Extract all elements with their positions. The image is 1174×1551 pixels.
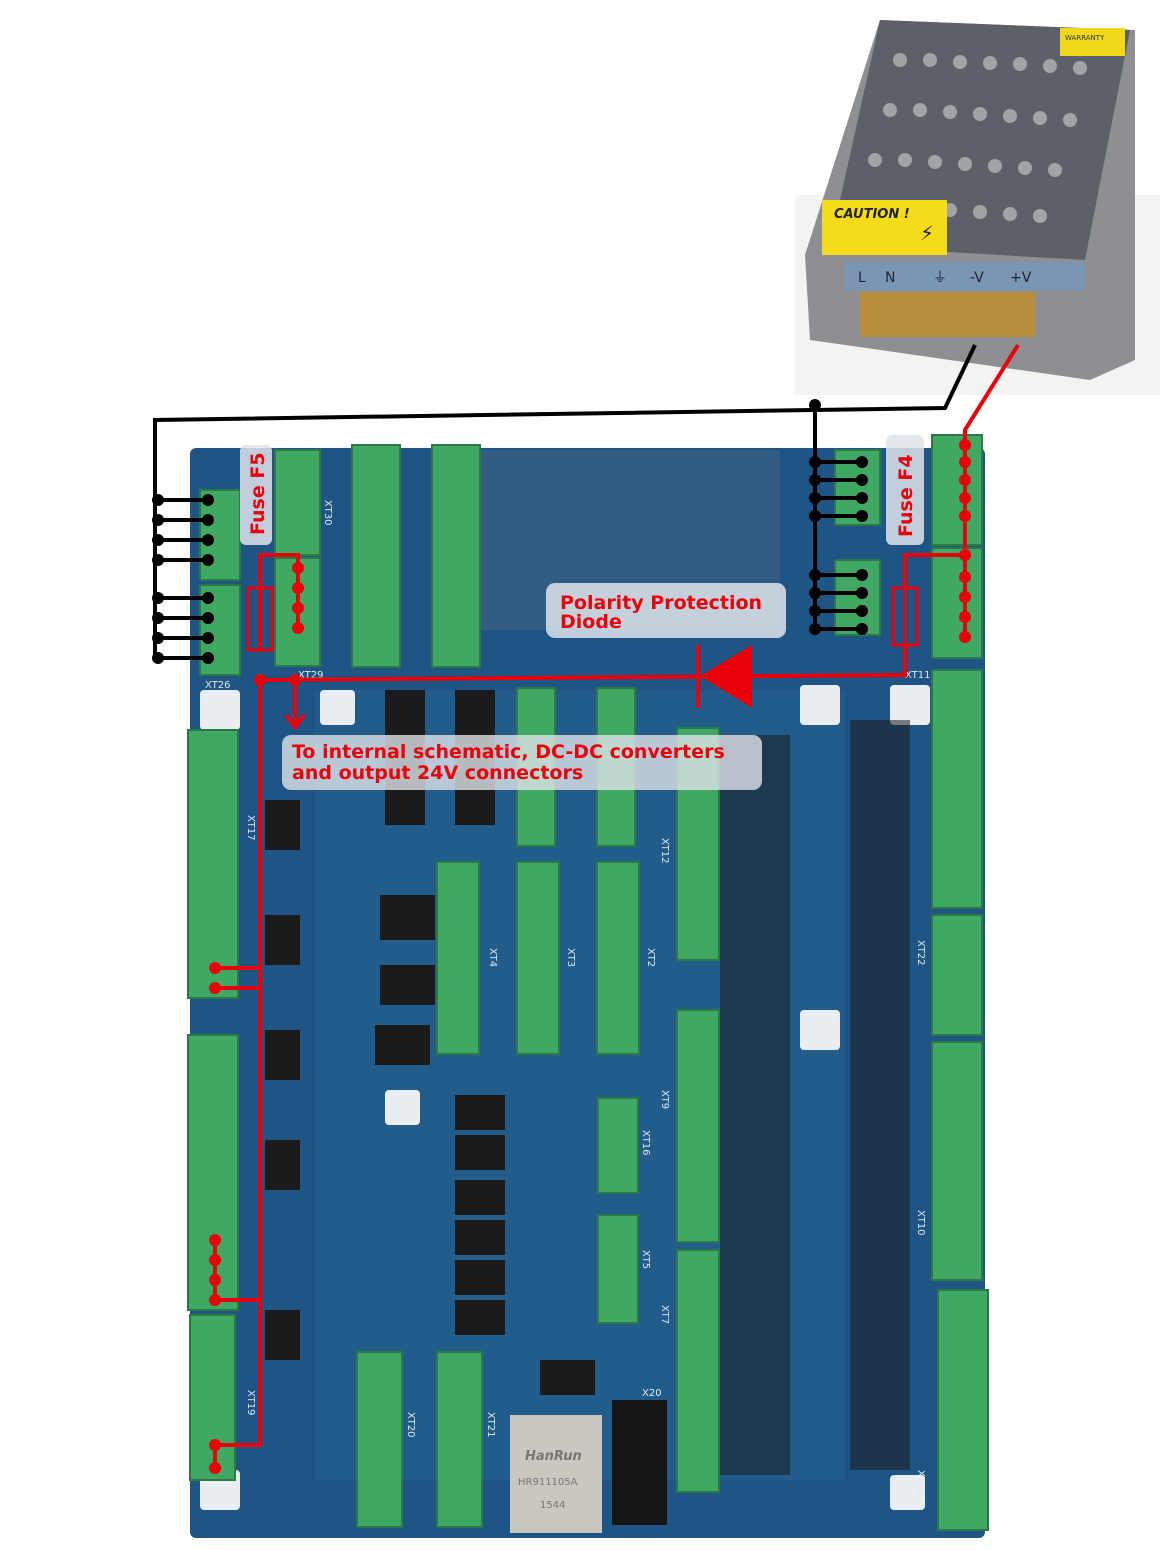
connector-b[interactable] bbox=[431, 444, 481, 668]
power-supply: WARRANTY CAUTION ! ⚡ L N ⏚ -V +V bbox=[795, 20, 1160, 395]
fuse-f4-label: Fuse F4 bbox=[886, 435, 924, 545]
fuse-f5-label: Fuse F5 bbox=[240, 445, 272, 545]
warranty-text: WARRANTY bbox=[1065, 34, 1105, 42]
caution-sticker bbox=[822, 200, 947, 255]
label-xt17: XT17 bbox=[245, 815, 256, 841]
diode-label-line2: Diode bbox=[560, 611, 622, 633]
label-xt9: XT9 bbox=[659, 1090, 670, 1109]
label-xt11: XT11 bbox=[905, 670, 931, 681]
output-label-line2: and output 24V connectors bbox=[292, 762, 583, 784]
connector-xt4[interactable] bbox=[436, 861, 480, 1055]
connector-xt5[interactable] bbox=[597, 1214, 639, 1324]
terminal-label-strip bbox=[845, 262, 1085, 290]
terminal-minus-v: -V bbox=[970, 270, 984, 286]
connector-xt-top[interactable] bbox=[931, 434, 983, 546]
screw-terminal-block bbox=[860, 292, 1035, 337]
label-xt12: XT12 bbox=[659, 838, 670, 864]
connector-xt7[interactable] bbox=[676, 1249, 720, 1493]
rj45-code: 1544 bbox=[540, 1500, 565, 1511]
diode-label: Polarity Protection Diode bbox=[546, 583, 786, 638]
label-xt16: XT16 bbox=[640, 1130, 651, 1156]
label-xt30: XT30 bbox=[322, 500, 333, 526]
label-x20: X20 bbox=[642, 1388, 662, 1399]
idc-header-x20[interactable] bbox=[612, 1400, 667, 1525]
label-xt3: XT3 bbox=[565, 948, 576, 967]
label-xt7: XT7 bbox=[659, 1305, 670, 1324]
terminal-l: L bbox=[858, 270, 866, 286]
rj45-model: HR911105A bbox=[518, 1477, 578, 1488]
connector-psu-2[interactable] bbox=[834, 559, 881, 636]
connector-xt30[interactable] bbox=[274, 449, 321, 556]
connector-xt11[interactable] bbox=[931, 547, 983, 659]
terminal-n: N bbox=[885, 270, 895, 286]
label-xt5: XT5 bbox=[640, 1250, 651, 1269]
terminal-plus-v: +V bbox=[1010, 270, 1032, 286]
diode-label-line1: Polarity Protection bbox=[560, 592, 762, 614]
rj45-brand: HanRun bbox=[525, 1449, 582, 1464]
connector-xt18[interactable] bbox=[937, 1289, 989, 1531]
connector-xt2[interactable] bbox=[596, 861, 640, 1055]
output-label: To internal schematic, DC-DC converters … bbox=[282, 735, 762, 790]
label-xt10: XT10 bbox=[915, 1210, 926, 1236]
label-xt2: XT2 bbox=[645, 948, 656, 967]
label-xt22: XT22 bbox=[915, 940, 926, 966]
label-xt21: XT21 bbox=[485, 1412, 496, 1438]
caution-text: CAUTION ! bbox=[834, 207, 910, 222]
connector-xt10[interactable] bbox=[931, 1041, 983, 1281]
high-voltage-icon: ⚡ bbox=[920, 221, 934, 245]
connector-xt3[interactable] bbox=[516, 861, 560, 1055]
label-xt19: XT19 bbox=[245, 1390, 256, 1416]
connector-xt19[interactable] bbox=[189, 1314, 236, 1481]
connector-right-1[interactable] bbox=[931, 669, 983, 909]
connector-xt22[interactable] bbox=[931, 914, 983, 1036]
connector-xt16[interactable] bbox=[597, 1097, 639, 1194]
diode-symbol bbox=[696, 645, 752, 708]
terminal-ground: ⏚ bbox=[933, 270, 947, 286]
label-xt26: XT26 bbox=[205, 680, 231, 691]
connector-xt17[interactable] bbox=[187, 729, 239, 999]
fuse-f5-text: Fuse F5 bbox=[247, 452, 269, 535]
positive-wire-nodes bbox=[209, 439, 971, 1474]
output-label-line1: To internal schematic, DC-DC converters bbox=[292, 741, 725, 763]
controller-board: HanRun HR911105A 1544 bbox=[190, 448, 985, 1538]
warranty-sticker bbox=[1060, 28, 1125, 56]
ethernet-port[interactable] bbox=[510, 1415, 602, 1533]
negative-wire-nodes bbox=[152, 399, 868, 664]
label-xt18: XT18 bbox=[915, 1470, 926, 1496]
label-xt29: XT29 bbox=[298, 670, 324, 681]
connector-a[interactable] bbox=[351, 444, 401, 668]
fuse-f4-text: Fuse F4 bbox=[895, 454, 917, 537]
label-xt4: XT4 bbox=[487, 948, 498, 967]
connector-xt9[interactable] bbox=[676, 1009, 720, 1243]
connector-xt20[interactable] bbox=[356, 1351, 403, 1528]
label-xt20: XT20 bbox=[405, 1412, 416, 1438]
connector-xt21[interactable] bbox=[436, 1351, 483, 1528]
